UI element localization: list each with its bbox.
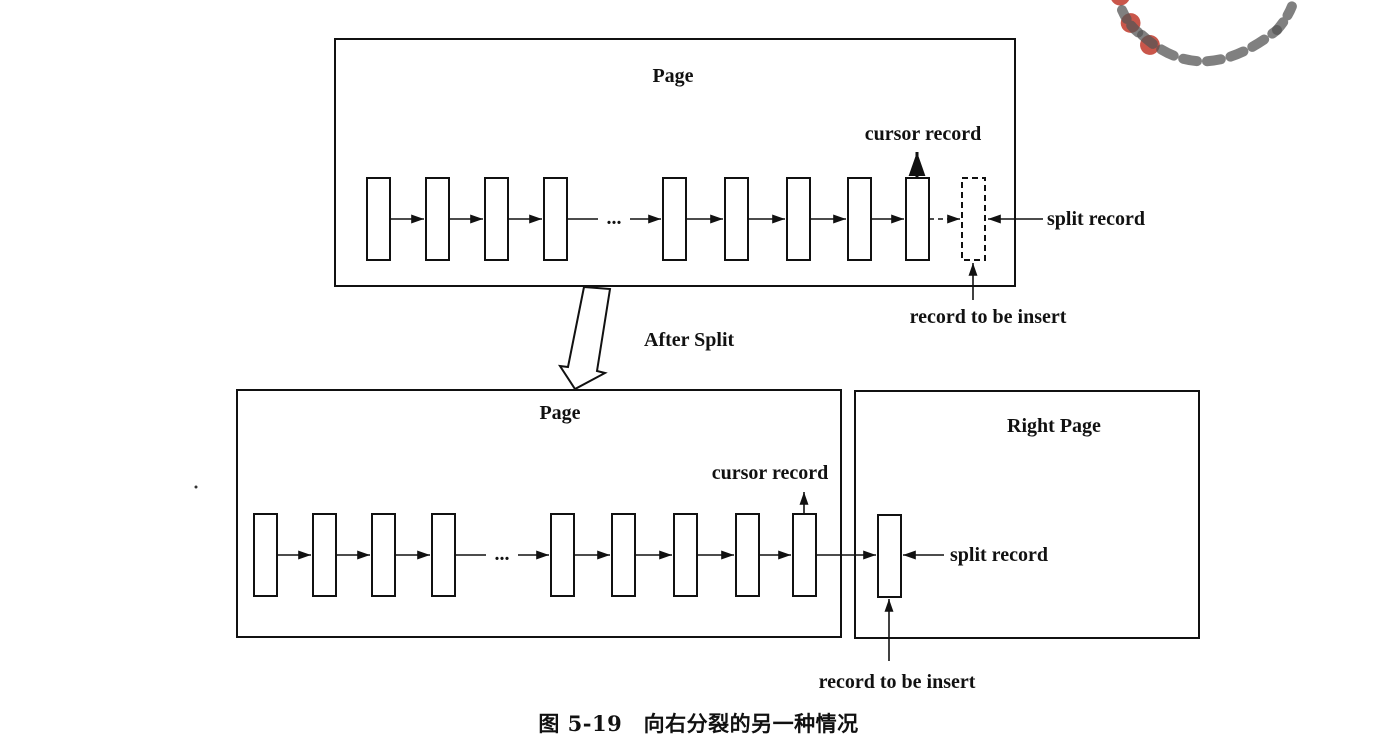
- record: [724, 177, 749, 261]
- record: [253, 513, 278, 597]
- after-split-label: After Split: [644, 329, 735, 351]
- record: [543, 177, 568, 261]
- figure-caption: 图 5-19 向右分裂的另一种情况: [538, 711, 859, 736]
- bottom-left-record-chain: ...: [253, 513, 817, 597]
- record: [484, 177, 509, 261]
- record: [431, 513, 456, 597]
- after-split-hollow-arrow: [557, 285, 612, 391]
- record: [847, 177, 872, 261]
- record: [425, 177, 450, 261]
- bottom-cursor-label: cursor record: [712, 462, 828, 484]
- top-cursor-label: cursor record: [865, 123, 981, 145]
- top-insert-label: record to be insert: [910, 306, 1067, 328]
- cursor-record: [792, 513, 817, 597]
- ellipsis: ...: [607, 207, 622, 229]
- record: [611, 513, 636, 597]
- scan-speck: [194, 485, 198, 489]
- record: [662, 177, 687, 261]
- top-record-chain: ...: [366, 177, 986, 261]
- record: [735, 513, 760, 597]
- ellipsis: ...: [495, 543, 510, 565]
- right-page-title: Right Page: [1007, 415, 1101, 437]
- right-insert-label: record to be insert: [819, 671, 976, 693]
- record-to-be-inserted: [961, 177, 986, 261]
- record: [786, 177, 811, 261]
- top-page-title: Page: [652, 65, 693, 87]
- record: [371, 513, 396, 597]
- record: [673, 513, 698, 597]
- bottom-left-page-box: [236, 389, 842, 638]
- record: [366, 177, 391, 261]
- right-page-box: [854, 390, 1200, 639]
- bottom-left-page-title: Page: [539, 402, 580, 424]
- top-page-box: [334, 38, 1016, 287]
- inserted-record: [877, 514, 902, 598]
- right-split-label: split record: [950, 544, 1048, 566]
- cursor-record: [905, 177, 930, 261]
- top-split-label: split record: [1047, 208, 1145, 230]
- record: [550, 513, 575, 597]
- record: [312, 513, 337, 597]
- publisher-stamp: ● ● ●: [1105, 0, 1299, 67]
